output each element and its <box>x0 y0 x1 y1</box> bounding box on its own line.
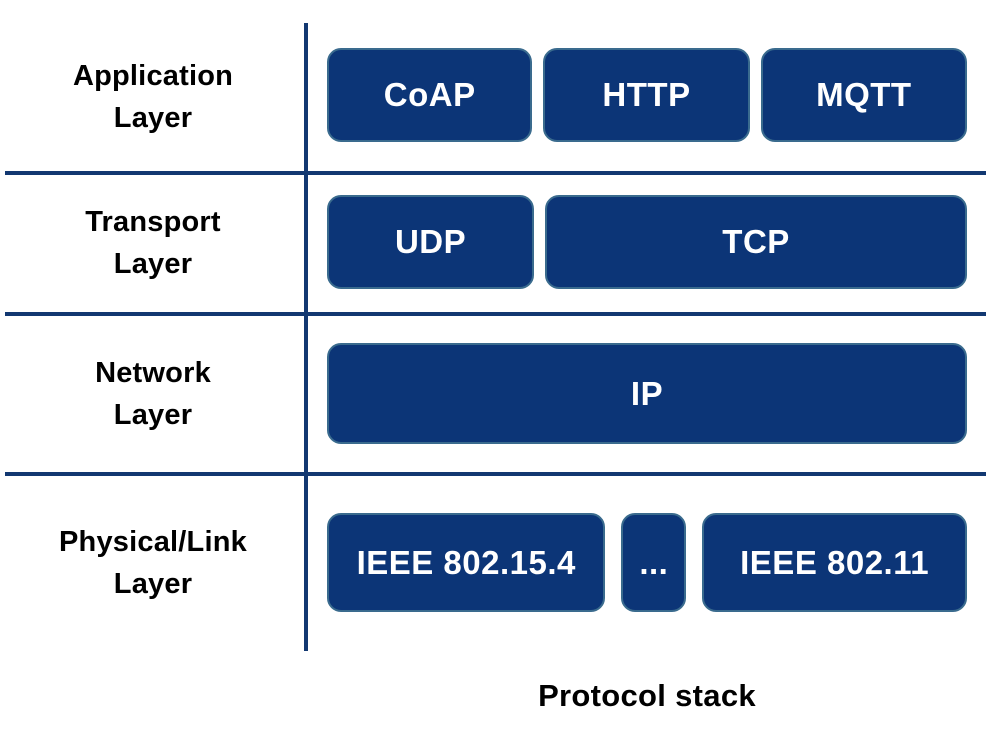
protocol-box-label: HTTP <box>602 76 691 113</box>
row-divider-line-1 <box>5 171 986 175</box>
protocol-box-label: ... <box>639 543 669 581</box>
protocol-strip-physical-link-layer: IEEE 802.15.4... IEEE 802.11 <box>327 513 967 612</box>
layer-label-line: Network <box>95 357 211 389</box>
protocol-box-label: TCP <box>722 223 790 260</box>
protocol-strip-application-layer: CoAP HTTP MQTT <box>327 48 967 142</box>
protocol-box-label: IP <box>630 374 664 412</box>
protocol-box-label: IEEE 802.11 <box>740 543 930 581</box>
column-divider-line <box>304 23 308 651</box>
protocol-box-http: HTTP <box>543 48 750 142</box>
row-divider-line-2 <box>5 312 986 316</box>
row-divider-line-3 <box>5 472 986 476</box>
protocol-box-label: MQTT <box>816 76 912 113</box>
protocol-box-ieee-802-15-4: IEEE 802.15.4 <box>327 513 606 612</box>
layer-label-line: Transport <box>85 206 221 238</box>
protocol-box-label: UDP <box>394 223 467 260</box>
protocol-box-ip: IP <box>327 343 967 444</box>
layer-label-line: Physical/Link <box>59 526 247 558</box>
protocol-box-coap: CoAP <box>327 48 533 142</box>
diagram-caption: Protocol stack <box>538 678 756 713</box>
protocol-box-mqtt: MQTT <box>760 48 967 142</box>
layer-label-line: Layer <box>113 568 193 600</box>
layer-label-line: Application <box>72 60 234 92</box>
layer-label-line: Layer <box>113 399 193 431</box>
protocol-box-label: CoAP <box>383 76 476 113</box>
layer-label-line: Layer <box>113 248 193 280</box>
protocol-box-label: IEEE 802.15.4 <box>356 543 576 581</box>
protocol-strip-transport-layer: UDP TCP <box>327 195 967 289</box>
layer-label-line: Layer <box>113 102 193 134</box>
protocol-box-ieee-802-11: IEEE 802.11 <box>702 513 967 612</box>
protocol-strip-network-layer: IP <box>327 343 967 444</box>
protocol-box-: ... <box>621 513 687 612</box>
protocol-box-tcp: TCP <box>545 195 967 289</box>
protocol-box-udp: UDP <box>327 195 535 289</box>
